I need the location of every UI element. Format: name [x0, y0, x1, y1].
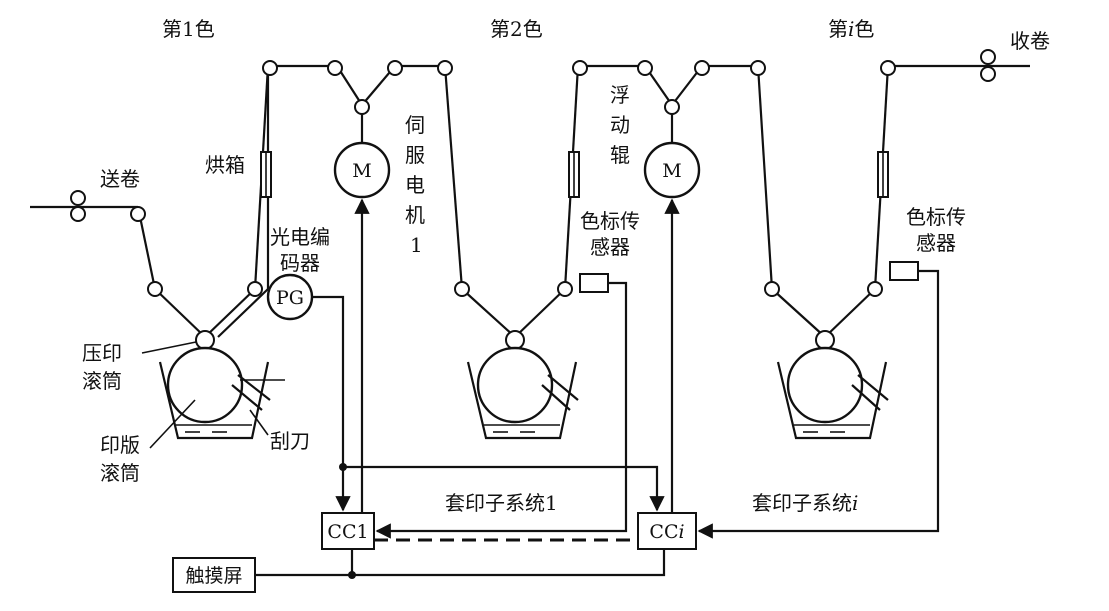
signal-lines — [255, 198, 940, 579]
svg-text:电: 电 — [405, 173, 425, 197]
svg-text:光电编: 光电编 — [270, 225, 330, 249]
label-doctor-blade: 刮刀 — [270, 429, 310, 453]
cci-box — [637, 512, 697, 550]
svg-text:感器: 感器 — [590, 235, 630, 259]
svg-text:码器: 码器 — [280, 251, 320, 275]
svg-text:压印: 压印 — [82, 341, 122, 365]
pg-label: PG — [276, 287, 304, 309]
label-color1: 第1色 — [162, 17, 215, 41]
label-servo-motor: 伺 服 电 机 1 — [405, 113, 425, 257]
svg-text:感器: 感器 — [916, 231, 956, 255]
printing-unit-i — [776, 330, 889, 440]
touchscreen-box — [172, 557, 256, 593]
label-plate-cylinder: 印版 滚筒 — [100, 433, 140, 485]
motor-1-label: M — [352, 160, 371, 182]
label-feed: 送卷 — [100, 167, 140, 191]
printing-unit-1 — [141, 330, 285, 449]
svg-text:印版: 印版 — [100, 433, 140, 457]
motor-i-label: M — [662, 160, 681, 182]
printing-unit-2 — [466, 330, 579, 440]
svg-text:色标传: 色标传 — [580, 209, 640, 233]
cc1-box — [321, 512, 375, 550]
label-mark-sensor-1: 色标传 感器 — [580, 209, 640, 259]
ovens — [260, 151, 889, 198]
servo-motor-1: M — [333, 114, 391, 199]
svg-text:1: 1 — [410, 233, 423, 257]
text-labels: 第1色 第2色 第i色 收卷 送卷 烘箱 伺 服 电 机 1 浮 动 辊 光电编… — [82, 17, 1050, 515]
label-color2: 第2色 — [490, 17, 543, 41]
label-color-i: 第i色 — [828, 17, 874, 41]
cci-label: CCi — [649, 521, 684, 543]
svg-text:滚筒: 滚筒 — [100, 461, 140, 485]
label-mark-sensor-i: 色标传 感器 — [906, 205, 966, 255]
web-path — [30, 64, 1030, 338]
controllers: CC1 CCi 触摸屏 — [172, 512, 697, 593]
servo-motor-i: M — [643, 114, 701, 199]
label-float-roller: 浮 动 辊 — [610, 83, 630, 167]
touchscreen-label: 触摸屏 — [185, 565, 242, 587]
label-impression-cylinder: 压印 滚筒 — [82, 341, 122, 393]
label-encoder: 光电编 码器 — [270, 225, 330, 275]
encoder-pg: PG — [266, 273, 314, 321]
svg-text:伺: 伺 — [405, 113, 425, 137]
svg-text:辊: 辊 — [610, 143, 630, 167]
svg-text:服: 服 — [405, 143, 425, 167]
label-subsystem-1: 套印子系统1 — [445, 491, 558, 515]
svg-text:滚筒: 滚筒 — [82, 369, 122, 393]
svg-text:动: 动 — [610, 113, 630, 137]
svg-text:机: 机 — [405, 203, 425, 227]
label-take-up: 收卷 — [1010, 29, 1050, 53]
label-oven: 烘箱 — [205, 153, 245, 177]
cc1-label: CC1 — [327, 521, 368, 543]
guide-rollers — [70, 49, 996, 297]
svg-text:色标传: 色标传 — [906, 205, 966, 229]
label-subsystem-i: 套印子系统i — [752, 491, 858, 515]
svg-text:浮: 浮 — [610, 83, 630, 107]
